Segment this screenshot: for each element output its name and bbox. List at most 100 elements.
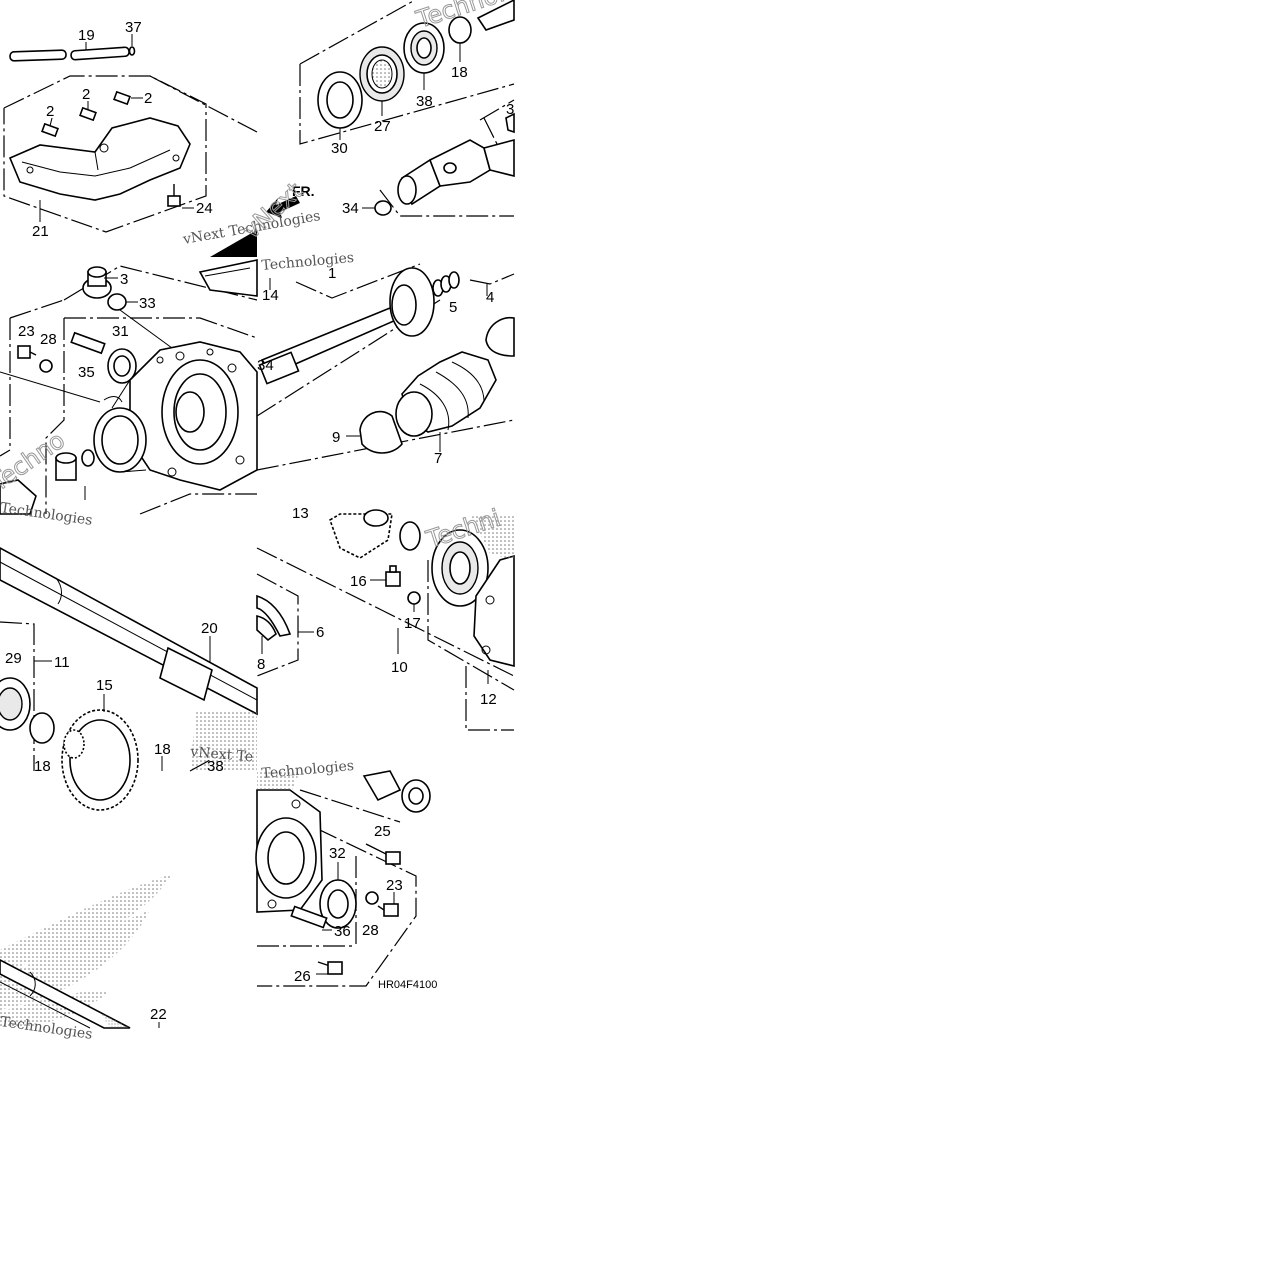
washer-part-17: [407, 591, 421, 605]
callout-17: 17: [404, 615, 421, 632]
tile-mid-left: Techno Technologies 3 33 23 28 31 35: [0, 259, 271, 529]
ring-gear-part-15: [61, 709, 139, 811]
stud-part-36: [290, 905, 328, 929]
rubber-pad-part-2c: [113, 90, 131, 106]
rubber-pad-part-2b: [79, 106, 97, 122]
watermark-7: vNext Te: [189, 744, 254, 766]
callout-22: 22: [150, 1006, 167, 1023]
callout-27: 27: [374, 118, 391, 135]
callout-23a: 23: [18, 323, 35, 340]
watermark-6: Technologies: [261, 250, 355, 274]
diagram-code: HR04F4100: [378, 979, 437, 991]
callout-28a: 28: [40, 331, 57, 348]
cv-boot-part-7: [395, 351, 497, 437]
callout-4: 4: [486, 289, 494, 306]
callout-12: 12: [480, 691, 497, 708]
bolt-part-24: [167, 195, 181, 207]
watermark-10: Technologies: [261, 758, 355, 782]
tile-lower-right: Techni 13 16 17 10 12 6 8: [256, 503, 515, 731]
clamp-part-6: [256, 594, 292, 637]
wing-logo-watermark: [0, 874, 172, 972]
callout-21: 21: [32, 223, 49, 240]
callout-38b: 38: [207, 758, 224, 775]
callout-18a: 18: [451, 64, 468, 81]
final-gear-case: [93, 341, 258, 491]
direction-label: FR.: [292, 183, 315, 199]
bolt-part-26: [317, 961, 343, 975]
callout-19: 19: [78, 27, 95, 44]
bolt-part-25: [365, 843, 401, 865]
ball-bearing-part-right: [431, 529, 489, 607]
callout-30: 30: [331, 140, 348, 157]
ball-bearing-part-38: [403, 22, 445, 74]
bolt-part-23a: [17, 345, 37, 359]
drive-shaft-part-20: [0, 547, 258, 716]
tile-lower-left: vNext Te 20 29 11 15 18 18 38: [0, 547, 258, 811]
tile-mid-right: Technologies 14 1 4 5 34 9 7: [256, 250, 515, 471]
callout-18c: 18: [154, 741, 171, 758]
callout-20: 20: [201, 620, 218, 637]
callout-32: 32: [329, 845, 346, 862]
callout-9: 9: [332, 429, 340, 446]
skid-plate-part-21: [8, 117, 191, 201]
callout-15: 15: [96, 677, 113, 694]
callout-35: 35: [78, 364, 95, 381]
o-ring-part-34: [374, 200, 392, 216]
callout-13: 13: [292, 505, 309, 522]
needle-bearing-part-27: [359, 46, 405, 102]
callout-2c: 2: [144, 90, 152, 107]
callout-6: 6: [316, 624, 324, 641]
callout-8: 8: [257, 656, 265, 673]
shim-part-18b: [29, 712, 55, 744]
callout-1: 1: [328, 265, 336, 282]
cap-part-3: [82, 266, 112, 299]
callout-2a: 2: [46, 103, 54, 120]
tube-part-19: [9, 49, 67, 62]
callout-34b: 34: [257, 357, 274, 374]
o-ring-part-33: [107, 293, 127, 311]
callout-24: 24: [196, 200, 213, 217]
callout-34a: 34: [342, 200, 359, 217]
callout-31: 31: [112, 323, 129, 340]
watermark-3: vNext: [237, 177, 308, 245]
callout-28b: 28: [362, 922, 379, 939]
snap-ring-part-13: [81, 449, 95, 467]
callout-18b: 18: [34, 758, 51, 775]
callout-7: 7: [434, 450, 442, 467]
rubber-pad-part-2a: [41, 122, 59, 138]
callout-29: 29: [5, 650, 22, 667]
callout-2b: 2: [82, 86, 90, 103]
oil-seal-part-30: [317, 71, 363, 129]
stud-part-35: [70, 331, 106, 355]
callout-3x: 3: [506, 101, 514, 118]
callout-37: 37: [125, 19, 142, 36]
callout-33: 33: [139, 295, 156, 312]
tile-bottom-right: Technologies 25 32 23 28 36 26 HR04F4100: [255, 758, 437, 991]
gear-case-part-lower: [255, 789, 323, 913]
callout-10: 10: [391, 659, 408, 676]
callout-11: 11: [54, 654, 70, 671]
callout-36: 36: [334, 923, 351, 940]
callout-14: 14: [262, 287, 279, 304]
callout-25: 25: [374, 823, 391, 840]
callout-3: 3: [120, 271, 128, 288]
callout-5: 5: [449, 299, 457, 316]
callout-23b: 23: [386, 877, 403, 894]
oil-seal-part-32: [319, 879, 357, 929]
universal-joint: [397, 112, 515, 206]
bearing-part-29: [0, 677, 31, 731]
needle-bearing-part-13: [55, 452, 77, 481]
oil-seal-part-31: [107, 348, 137, 384]
tube-part-19b: [70, 46, 130, 61]
tile-bottom-left: Technologies 22: [0, 874, 172, 1043]
washer-part-28b: [365, 891, 379, 905]
washer-part-28a: [39, 359, 53, 373]
callout-16: 16: [350, 573, 367, 590]
callout-38a: 38: [416, 93, 433, 110]
spring-part-5: [432, 271, 460, 297]
front-direction-arrow: [266, 196, 300, 218]
bolt-part-23b: [377, 903, 399, 917]
tile-top-right: Technologies vNext 18 38 27 30 34 3: [237, 0, 569, 245]
callout-26: 26: [294, 968, 311, 985]
